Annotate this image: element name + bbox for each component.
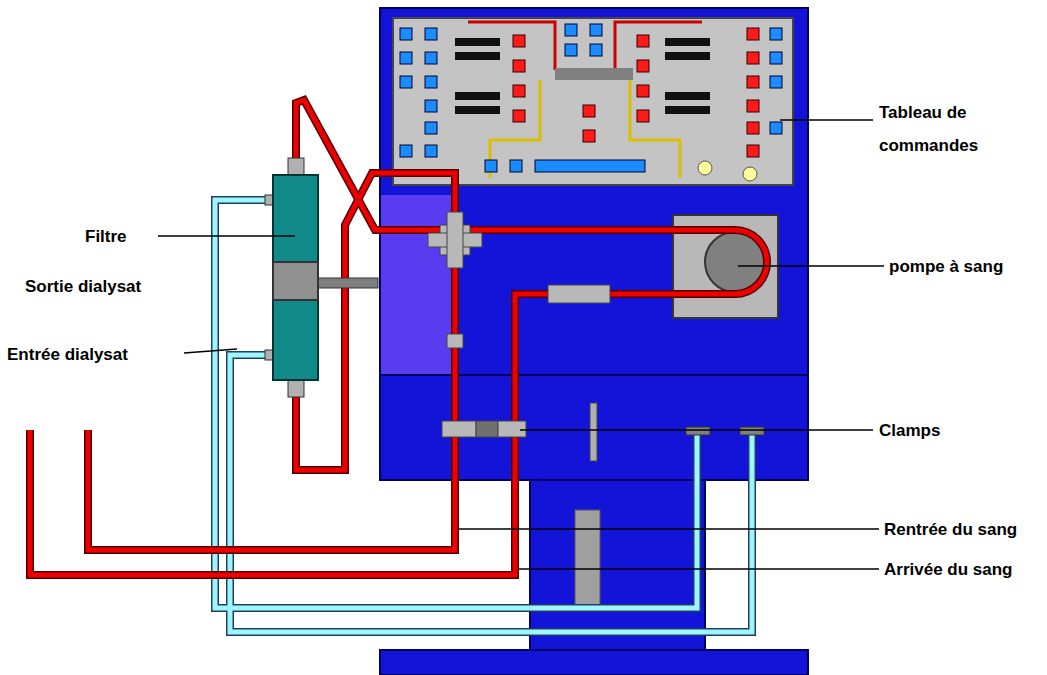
callout-label: Sortie dialysat — [24, 270, 142, 303]
callout-label: Rentrée du sang — [883, 513, 1018, 546]
callout-label: Entrée dialysat — [6, 338, 129, 371]
leader-lines — [158, 120, 884, 569]
base — [380, 650, 808, 675]
tube-fittings — [428, 212, 610, 437]
dialysate-port — [740, 427, 764, 435]
callout-label: Arrivée du sang — [883, 553, 1014, 586]
clamp-bar — [590, 403, 597, 461]
dialysate-port — [686, 427, 710, 435]
body-seam — [380, 374, 808, 376]
control-panel — [393, 18, 793, 185]
pedestal-column — [575, 510, 600, 610]
callout-label: Tableau de commandes — [878, 96, 1000, 162]
callout-label: pompe à sang — [888, 250, 1004, 283]
callout-label: Filtre — [84, 220, 128, 253]
pedestal — [530, 478, 705, 653]
blood-tubes — [30, 100, 767, 575]
callout-label: Clamps — [878, 414, 941, 447]
dialysis-filter — [265, 158, 378, 397]
machine-body — [380, 8, 808, 480]
side-panel — [381, 195, 455, 375]
